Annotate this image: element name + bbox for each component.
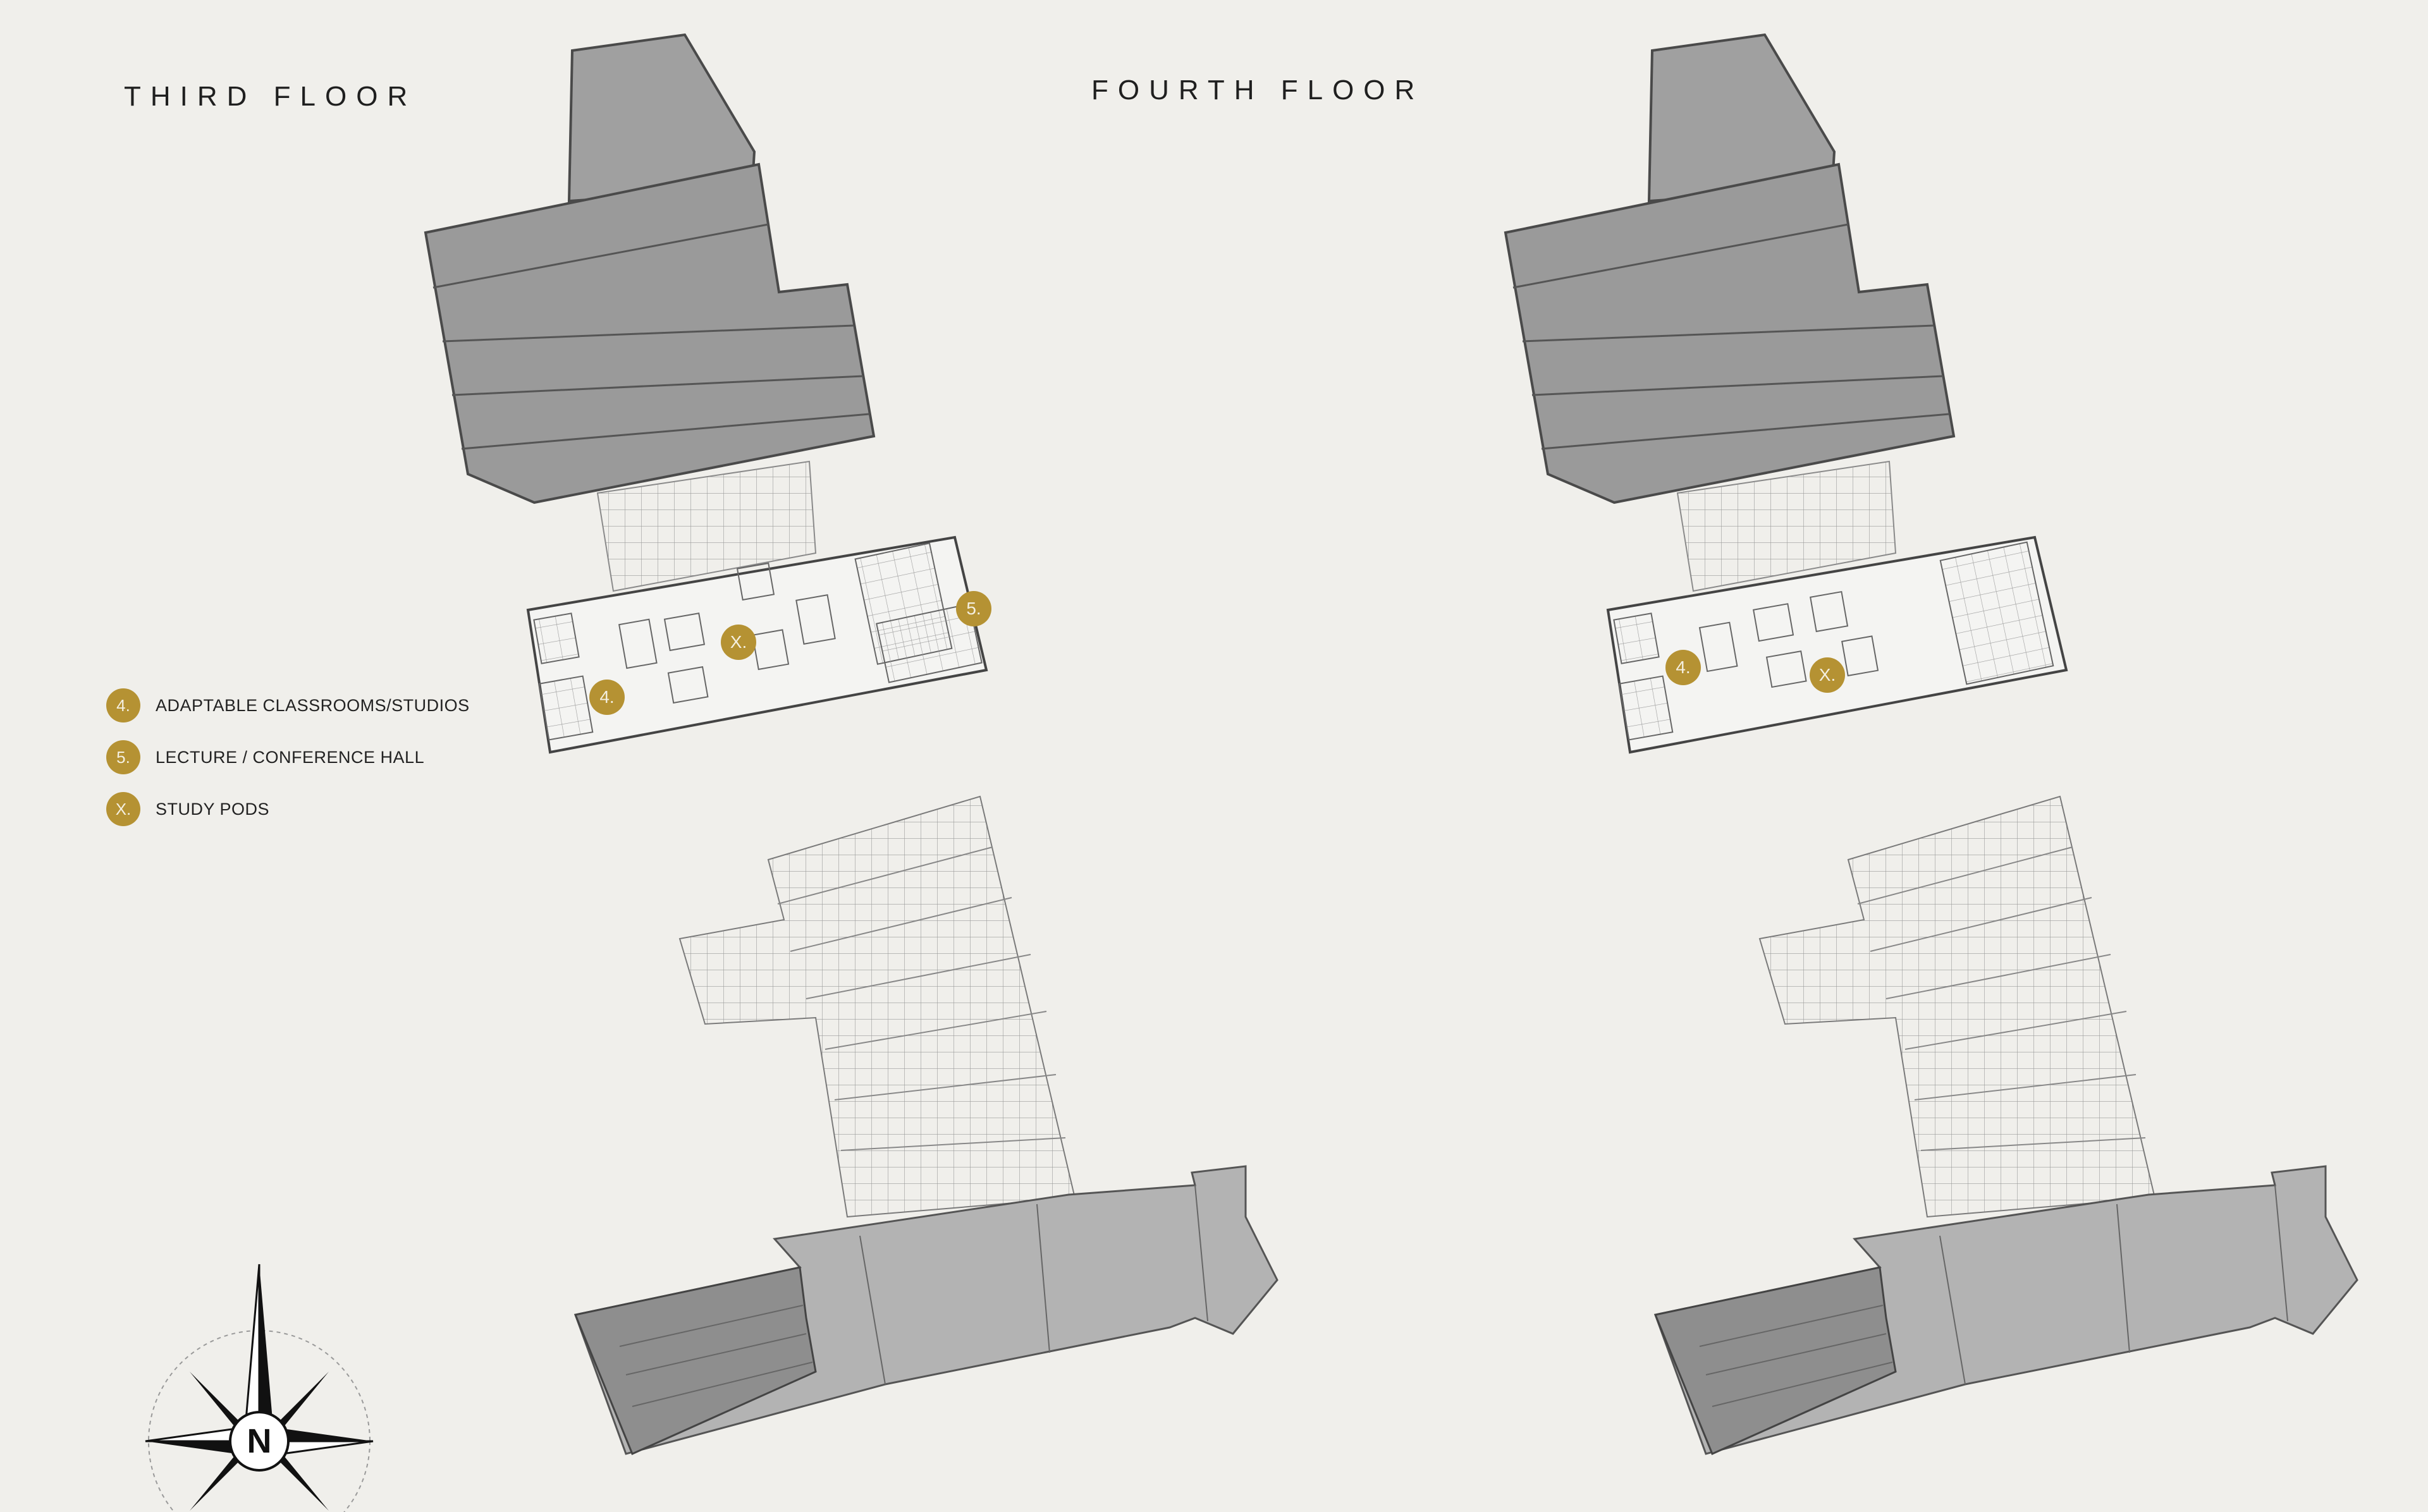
glass-bridge-4 bbox=[1676, 460, 1897, 592]
legend-label: STUDY PODS bbox=[156, 799, 270, 819]
fourth-floor-title: FOURTH FLOOR bbox=[1091, 75, 1425, 106]
third-floor-plan bbox=[424, 33, 1278, 1456]
third-floor-study-pod-marker: X. bbox=[721, 625, 756, 660]
legend-item-classrooms: 4. ADAPTABLE CLASSROOMS/STUDIOS bbox=[106, 680, 470, 731]
south-glass-atrium bbox=[678, 795, 1076, 1218]
legend-item-study-pods: X. STUDY PODS bbox=[106, 783, 470, 835]
compass-north-label: N bbox=[247, 1422, 272, 1460]
third-floor-title: THIRD FLOOR bbox=[124, 81, 417, 112]
fourth-floor-classroom-marker: 4. bbox=[1665, 650, 1701, 685]
legend-marker: X. bbox=[106, 792, 140, 826]
legend-label: ADAPTABLE CLASSROOMS/STUDIOS bbox=[156, 695, 470, 715]
legend: 4. ADAPTABLE CLASSROOMS/STUDIOS 5. LECTU… bbox=[106, 680, 470, 835]
north-arrow-compass-icon: N bbox=[145, 1264, 374, 1512]
third-floor-classroom-marker: 4. bbox=[589, 680, 625, 715]
legend-label: LECTURE / CONFERENCE HALL bbox=[156, 747, 425, 767]
fourth-floor-plan bbox=[1504, 33, 2358, 1456]
south-wing-dark-end bbox=[573, 1266, 817, 1456]
fourth-floor-study-pod-marker: X. bbox=[1810, 657, 1845, 693]
legend-marker: 4. bbox=[106, 688, 140, 722]
glass-bridge bbox=[596, 460, 817, 592]
south-glass-atrium-4 bbox=[1758, 795, 2156, 1218]
legend-item-lecture-hall: 5. LECTURE / CONFERENCE HALL bbox=[106, 731, 470, 783]
south-wing-dark-end-4 bbox=[1653, 1266, 1897, 1456]
legend-marker: 5. bbox=[106, 740, 140, 774]
third-floor-lecture-hall-marker: 5. bbox=[956, 591, 991, 626]
